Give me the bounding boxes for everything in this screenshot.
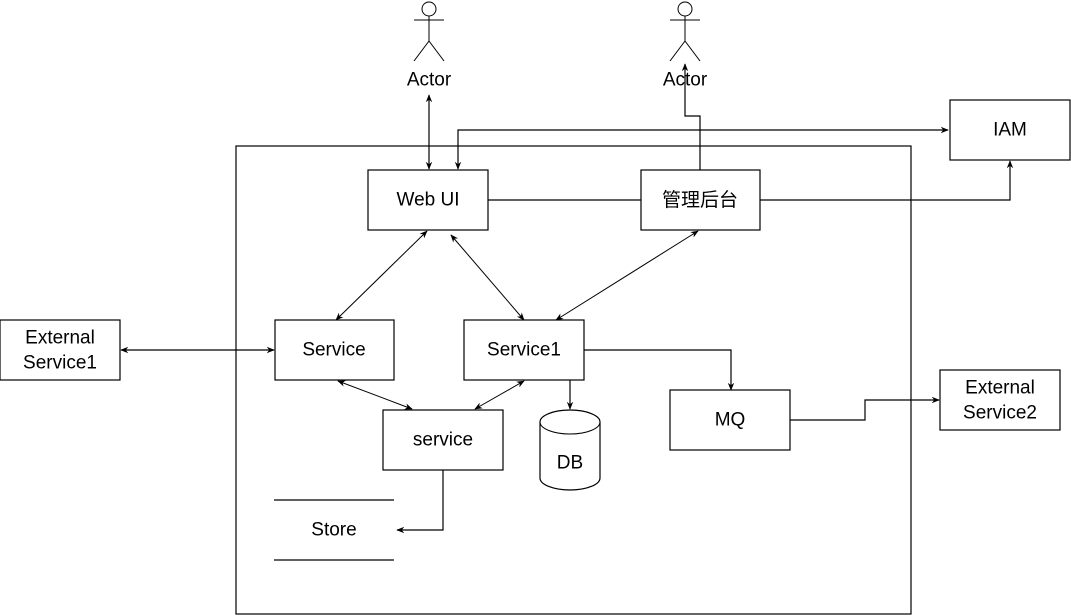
node-web-ui-label: Web UI [396,190,459,211]
node-admin-console-label: 管理后台 [662,189,738,211]
node-external-service1[interactable]: External Service1 [0,319,121,381]
edge-webui-service [335,230,428,321]
node-service1[interactable]: Service1 [463,319,585,381]
node-db[interactable]: DB [539,409,601,491]
node-external-service1-label-line1: External [25,328,95,349]
node-external-service2[interactable]: External Service2 [939,369,1061,431]
edge-mq-ext2 [790,396,940,421]
node-service[interactable]: Service [274,319,395,381]
edge-service1-servicelower [474,380,525,410]
edge-servicelower-store [396,470,444,534]
edge-webui-iam [454,126,949,170]
node-store-label: Store [311,520,356,541]
node-service-lower-label: service [413,430,473,451]
node-db-label: DB [557,453,583,474]
node-service-label: Service [302,340,365,361]
edge-webui-service1 [450,234,525,321]
edge-admin-iam [760,160,1014,201]
edge-service-servicelower [337,380,413,410]
actor-figure-icon [669,1,701,62]
actor-figure-icon [413,1,445,62]
node-mq-label: MQ [715,410,746,431]
node-external-service2-label-line1: External [965,378,1035,399]
node-web-ui[interactable]: Web UI [367,169,489,231]
node-service1-label: Service1 [487,340,561,361]
actor-left[interactable]: Actor [407,1,452,91]
edge-service1-mq [584,349,735,391]
edges [120,63,1014,534]
node-external-service2-label-line2: Service2 [963,403,1037,424]
database-icon [539,409,601,491]
edge-admin-service1 [555,230,699,321]
node-external-service1-label-line2: Service1 [23,353,97,374]
node-iam-label: IAM [993,120,1027,141]
node-store[interactable]: Store [274,499,394,561]
node-admin-console[interactable]: 管理后台 [640,169,761,231]
node-service-lower[interactable]: service [382,409,504,471]
node-iam[interactable]: IAM [949,99,1071,161]
actor-left-label: Actor [407,70,452,91]
node-mq[interactable]: MQ [669,389,791,451]
